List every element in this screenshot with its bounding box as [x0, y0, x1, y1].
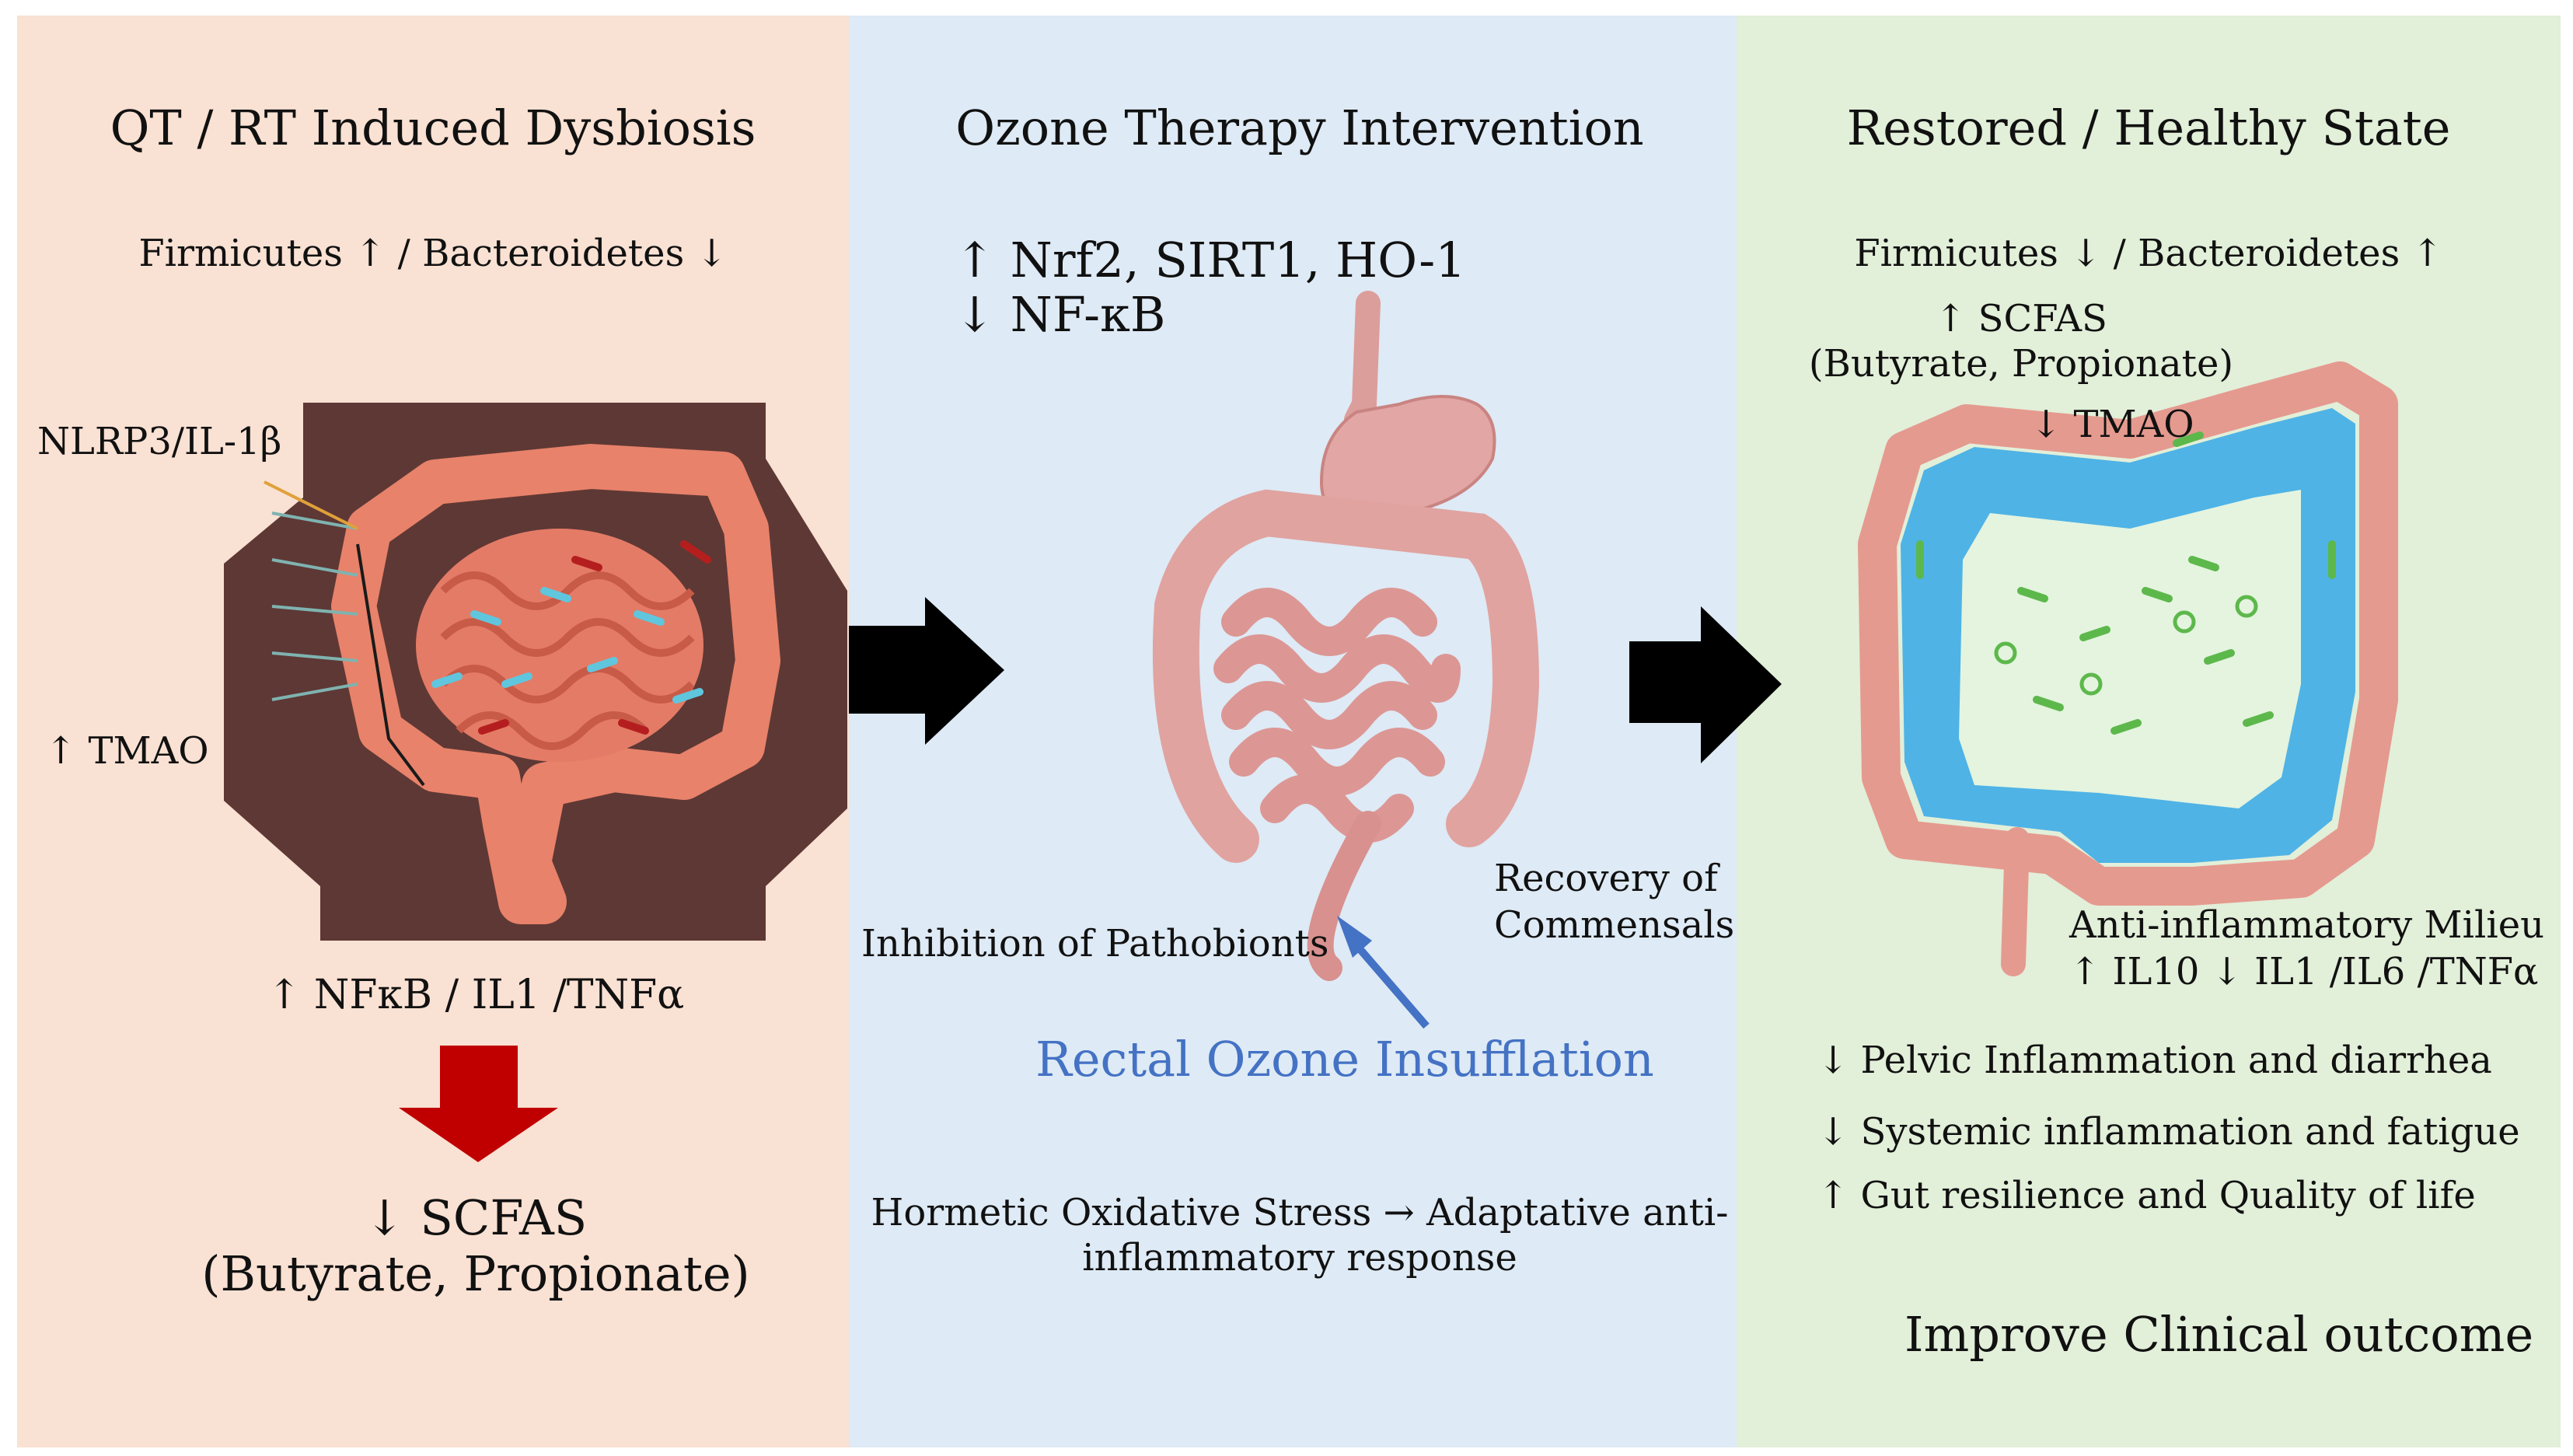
tmao-decrease-label: ↓ TMAO: [2030, 403, 2194, 446]
black-arrow-middle-to-right: [1629, 606, 1782, 763]
benefit-systemic: ↓ Systemic inflammation and fatigue: [1817, 1110, 2520, 1154]
markers-up: ↑ Nrf2, SIRT1, HO-1: [955, 232, 1466, 288]
commensal-bacteria: [1916, 431, 2336, 735]
esophagus: [1344, 291, 1381, 432]
healthy-ratio: Firmicutes ↓ / Bacteroidetes ↑: [1854, 232, 2443, 275]
insufflation-arrow-head: [1337, 916, 1372, 958]
insufflation-arrow-shaft: [1349, 937, 1430, 1029]
hormetic-line1: Hormetic Oxidative Stress → Adaptative a…: [871, 1191, 1729, 1234]
markers-down: ↓ NF-κB: [955, 286, 1166, 343]
milieu-label: Anti-inflammatory Milieu: [2069, 903, 2545, 947]
benefit-pelvic: ↓ Pelvic Inflammation and diarrhea: [1817, 1039, 2492, 1082]
radiation-rays: [271, 512, 358, 701]
dysbiosis-ratio: Firmicutes ↑ / Bacteroidetes ↓: [138, 232, 728, 275]
healthy-title: Restored / Healthy State: [1846, 100, 2451, 156]
hormetic-line2: inflammatory response: [1082, 1236, 1517, 1280]
inflamed-colon: [331, 444, 780, 924]
nlrp3-pointer: [264, 480, 358, 530]
clinical-outcome: Improve Clinical outcome: [1904, 1306, 2534, 1363]
tmao-increase-label: ↑ TMAO: [45, 729, 209, 773]
ozone-title: Ozone Therapy Intervention: [955, 100, 1644, 156]
inhibition-label: Inhibition of Pathobionts: [861, 922, 1329, 965]
scfas-decrease: ↓ SCFAS: [364, 1189, 588, 1246]
rectum: [1307, 811, 1381, 981]
nlrp3-label: NLRP3/IL-1β: [37, 420, 282, 463]
benefit-resilience: ↑ Gut resilience and Quality of life: [1817, 1174, 2476, 1217]
stomach: [1319, 395, 1496, 521]
healthy-colon-tail: [2001, 827, 2030, 976]
dysbiotic-intestine-illustration: [224, 403, 847, 941]
digestive-tract-illustration: [1152, 291, 1540, 981]
scfas-increase: ↑ SCFAS: [1935, 297, 2107, 340]
black-arrow-left-to-middle: [849, 597, 1004, 745]
healthy-colon-wall: [1858, 361, 2398, 906]
healthy-colon-illustration: [1858, 361, 2398, 976]
commensal-cocci: [1994, 595, 2258, 696]
recovery-line1: Recovery of: [1494, 857, 1718, 900]
pathogenic-bacteria: [431, 540, 711, 735]
dysbiosis-title: QT / RT Induced Dysbiosis: [110, 100, 756, 156]
red-down-arrow: [399, 1046, 558, 1162]
milieu-markers: ↑ IL10 ↓ IL1 /IL6 /TNFα: [2069, 950, 2539, 993]
scfas-decrease-detail: (Butyrate, Propionate): [201, 1245, 750, 1302]
large-intestine: [1152, 489, 1540, 863]
healthy-colon-lumen: [1959, 490, 2301, 808]
inflammatory-cytokines: ↑ NFκB / IL1 /TNFα: [267, 972, 685, 1018]
small-intestine: [1213, 588, 1461, 843]
recovery-line2: Commensals: [1494, 903, 1735, 947]
scfas-increase-detail: (Butyrate, Propionate): [1808, 342, 2234, 386]
insufflation-label: Rectal Ozone Insufflation: [1035, 1031, 1654, 1088]
ozone-panel: [849, 16, 1737, 1447]
